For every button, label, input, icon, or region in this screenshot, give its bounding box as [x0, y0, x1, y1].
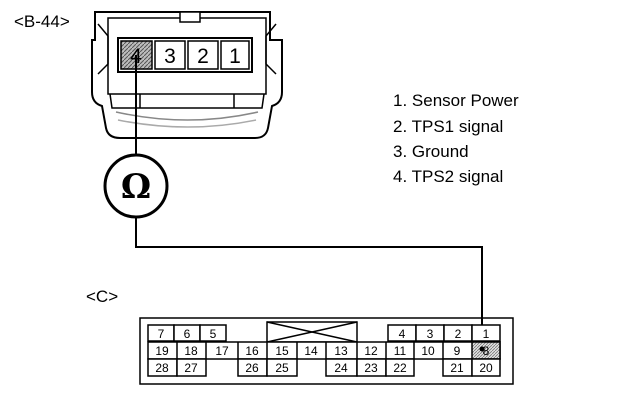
pin-b44-label: 3 — [164, 45, 176, 68]
connector-b44-latch — [179, 11, 201, 23]
legend-item: 4. TPS2 signal — [393, 167, 503, 186]
pin-c-label: 10 — [421, 344, 435, 358]
legend-item: 3. Ground — [393, 142, 469, 161]
connector-c: 7 6 5 4 3 2 1 19 18 17 16 15 14 13 12 11… — [139, 317, 514, 385]
probe-wire-lower — [135, 217, 483, 349]
pin-c-label: 21 — [450, 361, 464, 375]
pin-c-label: 5 — [210, 327, 217, 341]
pin-c-label: 1 — [483, 327, 490, 341]
connector-c-label: <C> — [86, 287, 118, 306]
pin-c-label: 9 — [454, 344, 461, 358]
pin-c-label: 12 — [364, 344, 378, 358]
pin-c-label: 22 — [393, 361, 407, 375]
pin-c-label: 18 — [184, 344, 198, 358]
ohm-symbol: Ω — [121, 167, 151, 207]
legend-item: 2. TPS1 signal — [393, 117, 503, 136]
pin-c-label: 6 — [184, 327, 191, 341]
pin-c-label: 2 — [455, 327, 462, 341]
pin-c-label: 17 — [215, 344, 229, 358]
pin-legend: 1. Sensor Power 2. TPS1 signal 3. Ground… — [393, 91, 519, 186]
pin-c-label: 27 — [184, 361, 198, 375]
probe-tip-c — [479, 346, 485, 352]
connector-c-housing — [139, 317, 514, 385]
pin-c-label: 24 — [334, 361, 348, 375]
pin-c-label: 20 — [479, 361, 493, 375]
pin-c-label: 13 — [334, 344, 348, 358]
pin-c-label: 4 — [399, 327, 406, 341]
pin-c-label: 25 — [275, 361, 289, 375]
pin-c-label: 8 — [483, 344, 490, 358]
pin-c-label: 15 — [275, 344, 289, 358]
pin-c-label: 11 — [394, 344, 407, 358]
pin-c-label: 14 — [304, 344, 318, 358]
pin-c-label: 26 — [245, 361, 259, 375]
pin-c-label: 3 — [427, 327, 434, 341]
pin-b44-label: 2 — [197, 45, 209, 68]
pin-c-label: 16 — [245, 344, 259, 358]
pin-c-label: 7 — [158, 327, 165, 341]
legend-item: 1. Sensor Power — [393, 91, 519, 110]
pin-b44-label: 1 — [229, 45, 241, 68]
connector-b44-label: <B-44> — [14, 12, 70, 31]
pin-c-label: 19 — [155, 344, 169, 358]
pin-c-label: 23 — [364, 361, 378, 375]
pin-c-label: 28 — [155, 361, 169, 375]
connector-b44: 4 3 2 1 — [91, 11, 283, 139]
